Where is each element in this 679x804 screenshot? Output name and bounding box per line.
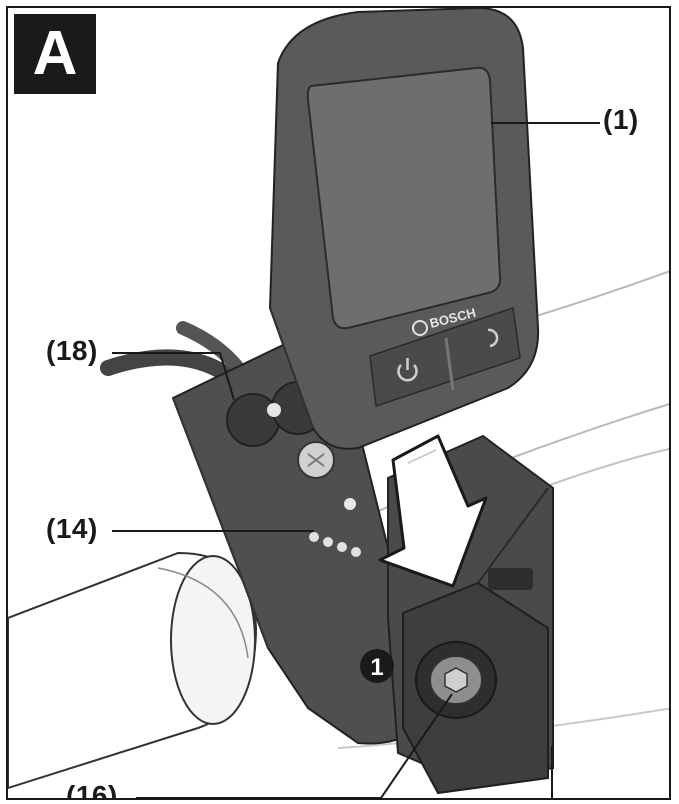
display-unit	[268, 8, 540, 450]
light-icon	[487, 328, 499, 348]
indicator-leds	[309, 532, 361, 557]
callout-indicator: (14)	[46, 513, 98, 544]
power-icon	[397, 358, 418, 382]
hexagon-screw-icon	[444, 667, 468, 693]
callout-screw: (16)	[66, 780, 118, 800]
brand-logo-icon	[412, 320, 428, 336]
leader-line-contacts	[112, 352, 235, 401]
holder-screw	[297, 441, 335, 479]
latch	[488, 568, 533, 590]
figure-badge: A	[14, 14, 96, 94]
display-screen	[306, 66, 502, 330]
button-panel	[369, 307, 521, 408]
panel-divider	[444, 337, 455, 391]
display-holder	[171, 331, 449, 745]
assembly-illustration: BOSCH 1	[8, 8, 669, 798]
insert-arrow-icon	[378, 434, 488, 588]
holder-pin	[344, 498, 356, 510]
figure-frame: BOSCH 1 A (1) (18) (14) (16)	[6, 6, 671, 800]
cable	[176, 321, 245, 375]
step-marker-label: 1	[370, 654, 383, 681]
fixing-screw	[415, 641, 497, 719]
step-marker	[360, 649, 394, 683]
leader-line-screw	[136, 693, 453, 798]
callout-contacts: (18)	[46, 335, 98, 366]
callout-display: (1)	[603, 104, 639, 135]
leader-lines	[112, 122, 600, 798]
